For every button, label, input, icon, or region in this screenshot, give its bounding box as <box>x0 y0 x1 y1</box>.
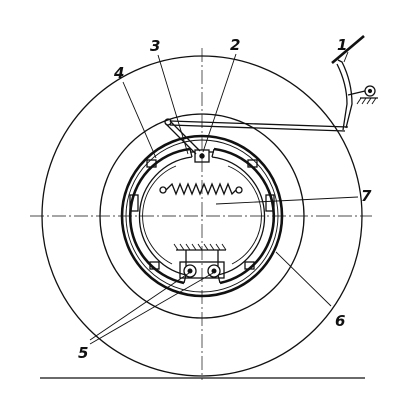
lining-right <box>227 165 262 265</box>
wheel-rim-circle <box>99 113 305 319</box>
leader-5b <box>89 272 214 345</box>
callout-4: 4 <box>113 64 124 82</box>
callout-2: 2 <box>230 36 240 54</box>
leader-2 <box>202 53 237 153</box>
anchor-pins <box>173 243 227 279</box>
leader-5a <box>89 272 190 341</box>
leader-7 <box>215 196 359 205</box>
brake-pedal <box>331 35 378 131</box>
drum-inner-edge <box>125 139 279 293</box>
callout-3: 3 <box>150 37 160 55</box>
callout-7: 7 <box>361 187 372 205</box>
leader-1 <box>343 51 349 63</box>
control-rod <box>169 120 349 132</box>
return-spring <box>159 182 243 196</box>
tire-outer-circle <box>41 55 363 377</box>
callout-1: 1 <box>337 36 347 54</box>
lining-left <box>142 165 177 265</box>
callout-5: 5 <box>78 344 88 362</box>
leader-6 <box>275 251 332 307</box>
leader-3 <box>157 54 189 155</box>
brake-shoe-right <box>211 147 276 285</box>
brake-shoe-left <box>128 147 193 285</box>
cam-lever <box>164 118 201 155</box>
brake-drum <box>120 134 284 298</box>
callout-6: 6 <box>335 312 345 330</box>
leader-4 <box>122 81 157 159</box>
